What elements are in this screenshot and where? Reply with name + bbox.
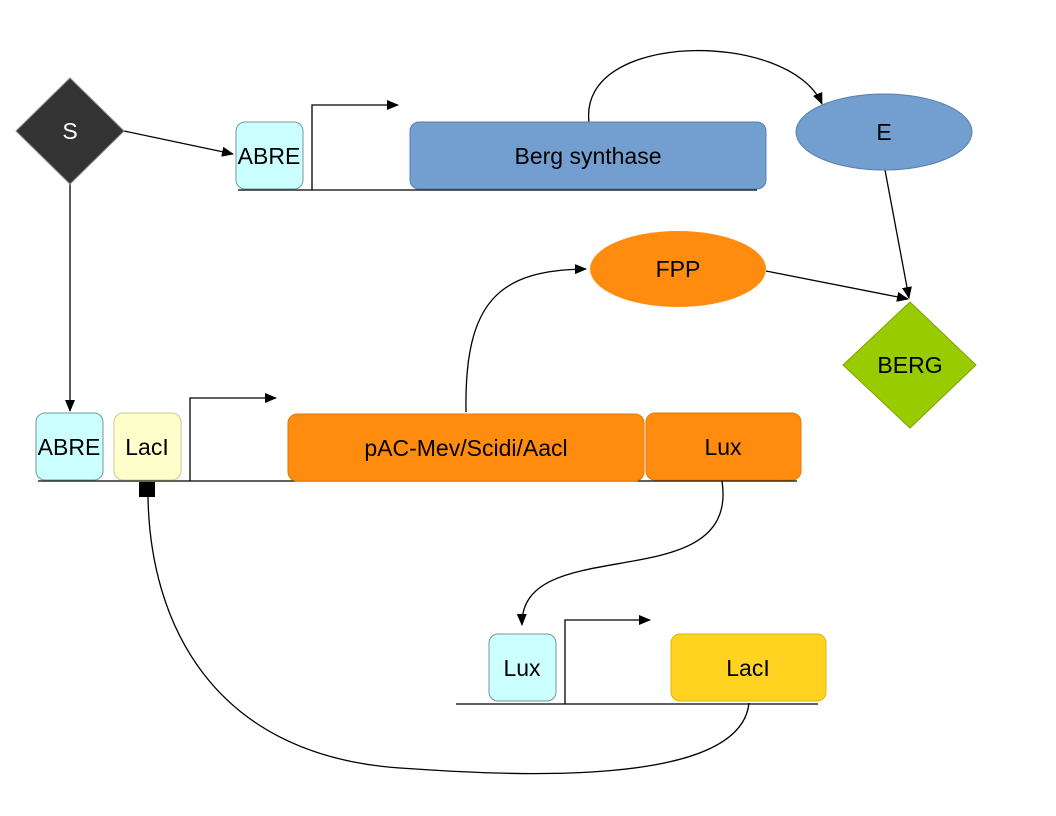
abre-promoter-middle: ABRE <box>35 412 104 481</box>
edge-fpp-to-berg <box>765 270 909 302</box>
pac-mev-label: pAC-Mev/Scidi/Aacl <box>364 435 567 461</box>
edge-synthase-to-enzyme <box>588 50 823 123</box>
berg-node: BERG <box>842 301 977 429</box>
berg-synthase-gene: Berg synthase <box>409 121 767 190</box>
laci-operator-label: LacI <box>125 434 168 460</box>
lux-promoter-label: Lux <box>503 655 541 681</box>
edge-signal-to-abre-top <box>123 130 234 157</box>
enzyme-label: E <box>876 119 891 145</box>
signal-label: S <box>62 118 77 144</box>
fpp-node: FPP <box>590 231 766 307</box>
laci-gene: LacI <box>670 633 827 702</box>
laci-operator: LacI <box>113 412 182 481</box>
edge-pathway-to-fpp <box>465 264 587 413</box>
transcription-arrow-top <box>311 100 399 190</box>
signal-node: S <box>15 77 125 185</box>
abre-top-label: ABRE <box>238 143 301 169</box>
fpp-label: FPP <box>656 256 701 282</box>
enzyme-node: E <box>795 93 973 171</box>
abre-promoter-top: ABRE <box>235 121 304 190</box>
transcription-arrow-middle <box>189 393 277 481</box>
abre-mid-label: ABRE <box>38 434 101 460</box>
repression-bar <box>139 482 155 497</box>
berg-synthase-label: Berg synthase <box>514 143 661 169</box>
edge-laci-repression <box>147 496 750 775</box>
berg-label: BERG <box>877 352 942 378</box>
lux-gene-label: Lux <box>704 434 742 460</box>
transcription-arrow-bottom <box>564 615 651 704</box>
edge-enzyme-to-berg <box>884 169 912 299</box>
laci-gene-label: LacI <box>726 655 769 681</box>
edge-lux-to-lux-promoter <box>516 480 724 626</box>
lux-gene: Lux <box>645 412 802 481</box>
pac-mev-gene: pAC-Mev/Scidi/Aacl <box>287 413 645 482</box>
lux-promoter: Lux <box>488 633 557 702</box>
